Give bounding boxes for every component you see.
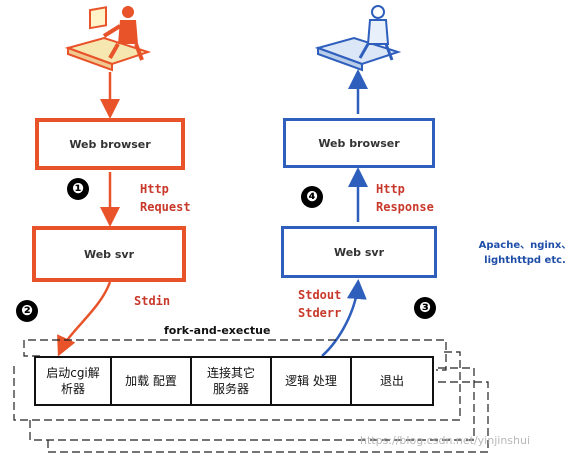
http-request-label: Http Request <box>140 182 191 214</box>
pipeline-step-logic: 逻辑 处理 <box>270 356 352 406</box>
right-web-server-box: Web svr <box>281 226 437 278</box>
left-web-browser-label: Web browser <box>69 137 151 151</box>
stdin-label: Stdin <box>134 294 171 308</box>
pipeline-step-start-cgi: 启动cgi解 析器 <box>34 356 112 406</box>
stdout-stderr-label: Stdout Stderr <box>298 288 342 320</box>
pipeline-step-load-config: 加载 配置 <box>110 356 192 406</box>
arrow-process-to-server <box>321 279 367 357</box>
right-web-browser-label: Web browser <box>318 136 400 150</box>
right-web-server-label: Web svr <box>333 245 385 259</box>
step-2-badge: ❷ <box>16 300 38 322</box>
process-frame <box>13 339 489 453</box>
http-response-label: Http Response <box>376 182 434 214</box>
step-4-badge: ❹ <box>301 186 323 208</box>
server-examples-note: Apache、nginx、 lighthttpd etc. <box>478 240 572 266</box>
pipeline-step-connect-servers: 连接其它 服务器 <box>190 356 272 406</box>
watermark: https://blog.csdn.net/yinjinshui <box>360 434 531 447</box>
left-web-server-box: Web svr <box>32 226 186 282</box>
fork-and-execute-label: fork-and-exectue <box>164 324 271 337</box>
left-web-server-label: Web svr <box>83 247 135 261</box>
right-web-browser-box: Web browser <box>283 118 435 168</box>
left-web-browser-box: Web browser <box>35 118 185 170</box>
user-at-desk-icon-blue <box>314 5 402 72</box>
step-3-badge: ❸ <box>414 297 436 319</box>
step-1-badge: ❶ <box>67 178 89 200</box>
pipeline-step-exit: 退出 <box>350 356 434 406</box>
arrow-server-to-cgi <box>57 281 112 357</box>
user-at-desk-icon-orange <box>64 6 152 72</box>
